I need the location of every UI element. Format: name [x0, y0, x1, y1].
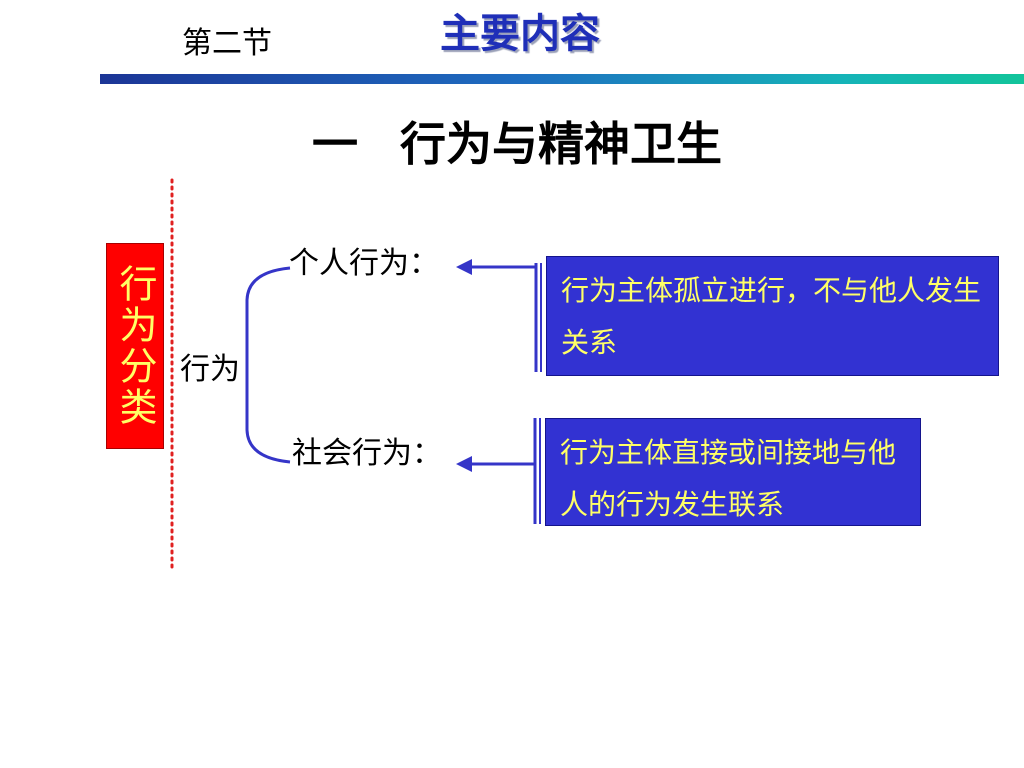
social-arrowhead	[456, 456, 472, 472]
category-label: 行为分类	[113, 264, 157, 428]
social-behavior-definition: 行为主体直接或间接地与他人的行为发生联系	[545, 418, 921, 526]
branch-bracket	[245, 266, 291, 464]
section-heading: 一行为与精神卫生	[312, 112, 722, 176]
social-behavior-label: 社会行为：	[292, 436, 442, 471]
slide-title: 主要内容	[440, 10, 600, 57]
behavior-label: 行为	[180, 352, 240, 387]
personal-arrowhead	[456, 259, 472, 275]
title-underline	[100, 74, 1024, 84]
heading-text: 行为与精神卫生	[400, 117, 722, 171]
category-box: 行为分类	[106, 243, 164, 449]
section-label: 第二节	[182, 26, 272, 61]
personal-behavior-definition: 行为主体孤立进行，不与他人发生关系	[546, 256, 999, 376]
heading-number: 一	[312, 117, 358, 171]
personal-behavior-label: 个人行为：	[289, 246, 439, 281]
